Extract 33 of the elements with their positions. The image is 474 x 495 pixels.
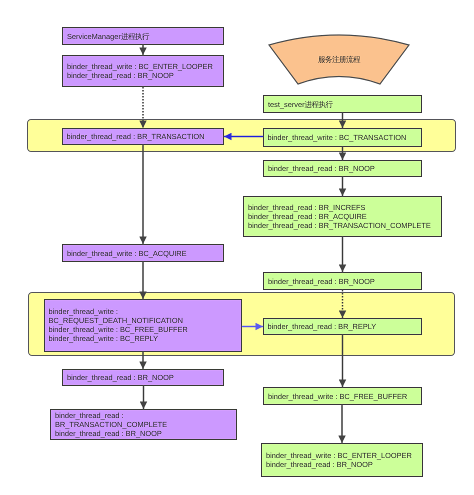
arrow <box>338 177 346 196</box>
arrow <box>338 113 346 128</box>
process-box <box>44 298 242 352</box>
process-box <box>243 196 442 237</box>
arrow <box>338 405 346 443</box>
process-box <box>62 128 224 144</box>
arrow <box>338 237 346 272</box>
process-box <box>62 55 224 87</box>
process-box <box>261 443 423 477</box>
group-band <box>27 119 456 152</box>
arrow <box>139 145 147 244</box>
process-box <box>263 95 422 113</box>
process-box <box>263 160 422 177</box>
process-box <box>50 409 237 440</box>
process-box <box>62 369 224 386</box>
arrow <box>140 386 148 409</box>
arrow <box>139 352 147 369</box>
process-box <box>262 318 422 334</box>
process-box <box>262 128 422 146</box>
arrow <box>139 45 147 55</box>
arrow <box>338 147 346 160</box>
process-box <box>263 272 422 290</box>
process-box <box>62 27 224 45</box>
process-box <box>62 244 224 262</box>
arrow <box>242 322 263 330</box>
arrow <box>139 87 147 128</box>
arrow <box>338 335 346 387</box>
banner-shape <box>268 33 410 85</box>
group-band <box>28 292 455 356</box>
process-box <box>263 387 422 405</box>
arrow <box>338 290 346 318</box>
arrow <box>224 132 263 140</box>
arrow <box>139 262 147 299</box>
